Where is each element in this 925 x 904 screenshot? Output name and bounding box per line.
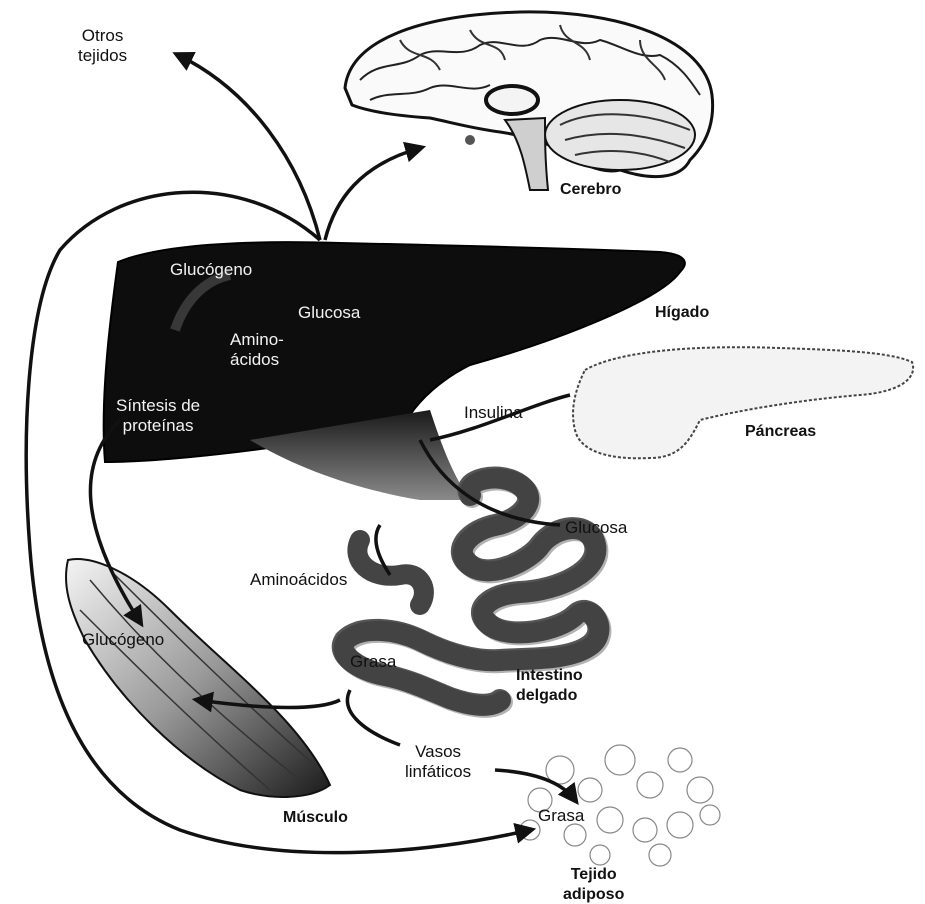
pancreas-illustration [573,347,913,458]
label-aminoacidos-higado: Amino- ácidos [230,330,284,370]
brain-illustration [345,12,713,190]
label-glucosa-higado: Glucosa [298,303,360,323]
label-otros-tejidos: Otros tejidos [78,26,127,66]
label-insulina: Insulina [464,403,523,423]
label-sintesis-proteinas: Síntesis de proteínas [116,396,200,436]
label-vasos-linfaticos: Vasos linfáticos [405,742,471,782]
label-intestino-delgado: Intestino delgado [516,666,583,706]
label-higado: Hígado [655,303,709,323]
label-glucosa-intestino: Glucosa [565,518,627,538]
label-pancreas: Páncreas [745,422,816,442]
label-glucogeno-musculo: Glucógeno [82,630,164,650]
label-grasa-adiposo: Grasa [538,806,584,826]
label-cerebro: Cerebro [560,180,621,200]
label-tejido-adiposo: Tejido adiposo [563,865,624,904]
muscle-illustration [66,559,330,797]
label-musculo: Músculo [283,808,348,828]
label-aminoacidos-intestino: Aminoácidos [250,570,347,590]
intestine-illustration [250,410,600,707]
label-glucogeno-higado: Glucógeno [170,260,252,280]
label-grasa-intestino: Grasa [350,652,396,672]
